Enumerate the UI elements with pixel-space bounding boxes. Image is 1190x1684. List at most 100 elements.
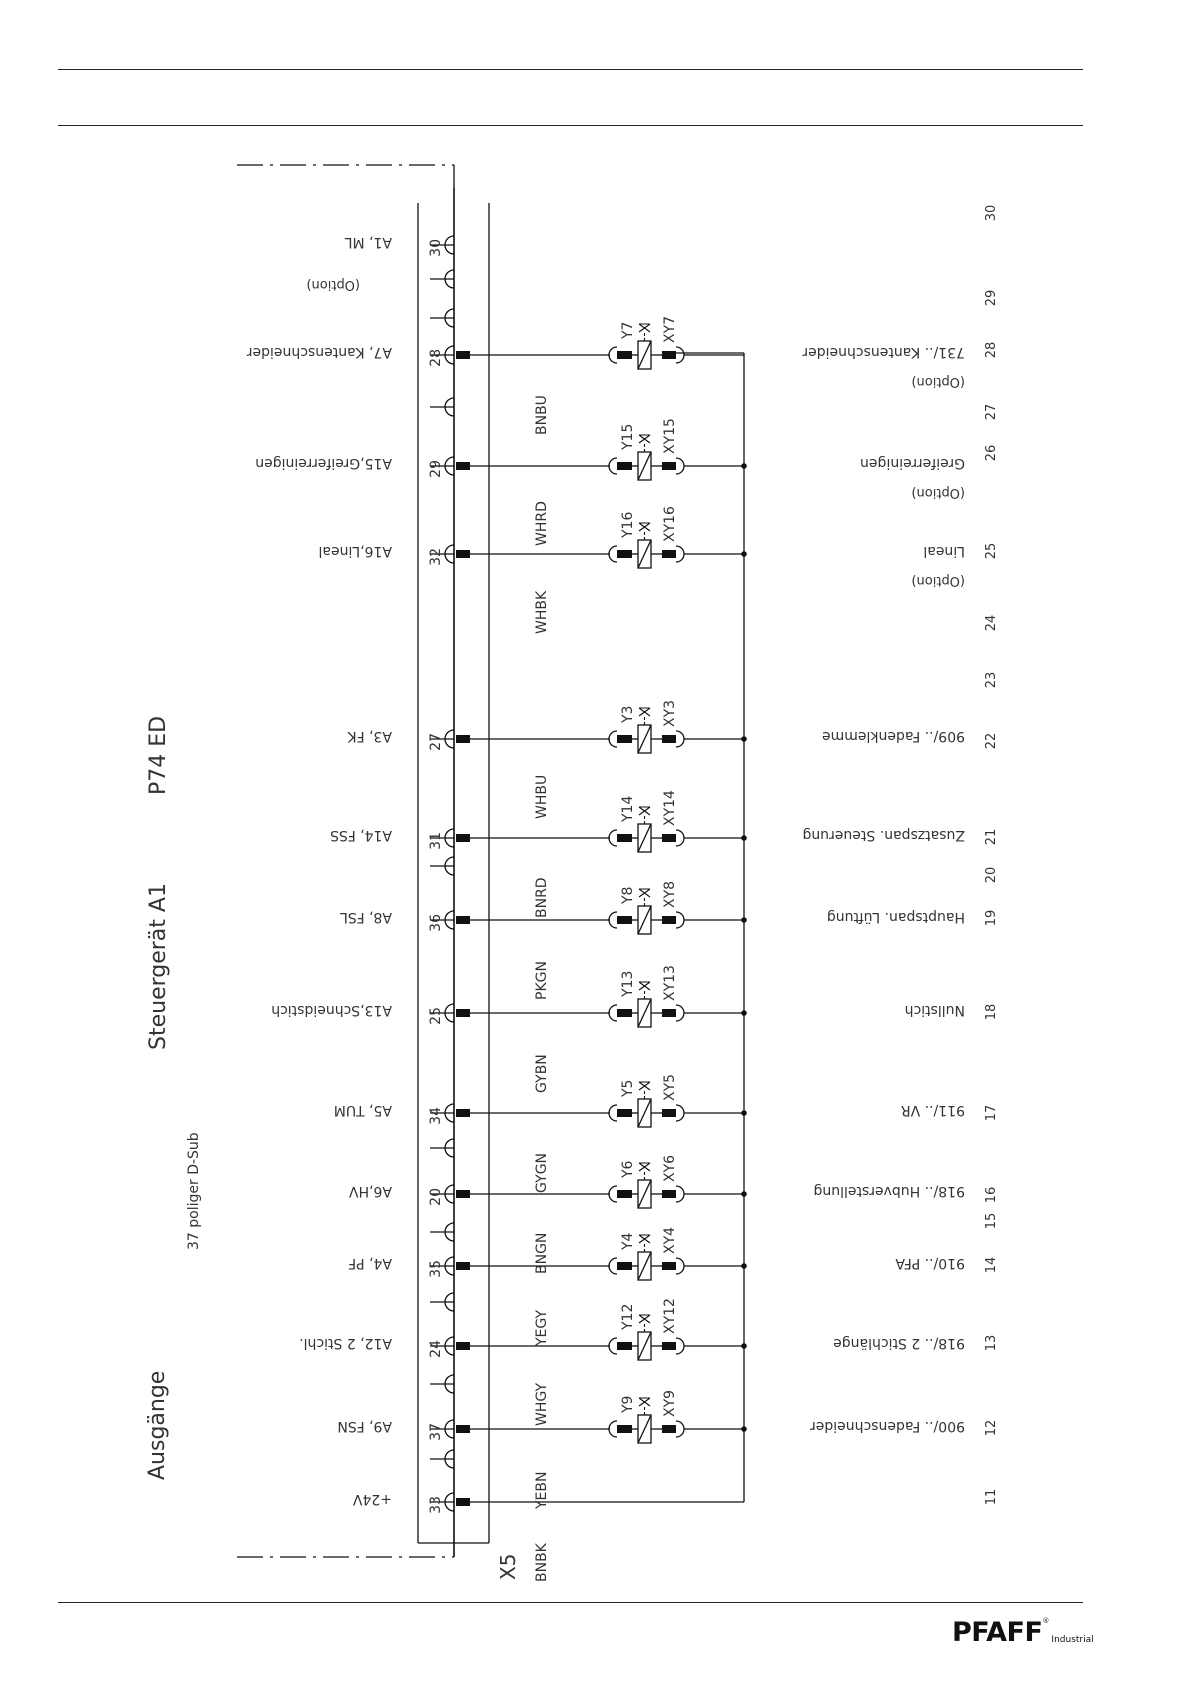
bus-junction [741, 917, 747, 923]
valve-plug-left [617, 735, 632, 743]
pin-number: 29 [428, 460, 444, 478]
pin-row-20 [430, 1162, 747, 1209]
pin-number: 31 [428, 832, 444, 850]
wire-color-code: YEGY [534, 1309, 550, 1347]
pin-row-28 [430, 323, 744, 370]
option-label: (Option) [911, 485, 965, 500]
pin-number: 27 [428, 733, 444, 751]
pin-row-29 [430, 434, 747, 481]
valve-plug-right [662, 1190, 676, 1198]
function-label: 731/.. Kantenschneider [802, 344, 965, 360]
option-label: (Option) [911, 374, 965, 389]
bus-junction [741, 1426, 747, 1432]
solenoid-diagonal [637, 1179, 652, 1209]
valve-plug-right [662, 1262, 676, 1270]
output-signal-label: A7, Kantenschneider [247, 344, 392, 360]
connector-note: 37 poliger D-Sub [186, 1132, 202, 1250]
solenoid-diagonal [637, 1331, 652, 1361]
output-signal-label: A3, FK [347, 728, 392, 744]
wire-color-code: BNRD [534, 877, 550, 918]
connector-plug [456, 1109, 470, 1117]
valve-plug-right [662, 1009, 676, 1017]
connector-plug [456, 550, 470, 558]
line-number: 25 [984, 543, 999, 560]
pin-number: 33 [428, 1496, 444, 1514]
connector-plug [456, 1342, 470, 1350]
wire-color-code: BNBK [534, 1542, 550, 1582]
valve-symbol [638, 1081, 651, 1091]
function-label: 900/.. Fadenschneider [810, 1418, 965, 1434]
pin-row-35 [430, 1234, 747, 1281]
valve-plug-id: XY4 [662, 1227, 678, 1254]
valve-plug-cap-right [675, 1337, 685, 1355]
pin-number: 24 [428, 1340, 444, 1358]
pin-row-33 [430, 1492, 744, 1512]
line-number-spare: 29 [984, 290, 999, 307]
line-number: 28 [984, 342, 999, 359]
function-label: Greiferreinigen [860, 455, 965, 471]
pin-row-25 [430, 981, 747, 1028]
line-number-spare: 20 [984, 867, 999, 884]
header-rule-top [58, 69, 1083, 70]
valve-symbol [638, 888, 651, 898]
valve-symbol [638, 1234, 651, 1244]
pin-row-27 [430, 707, 747, 754]
brand-name: PFAFF [952, 1617, 1043, 1648]
device-title: Steuergerät A1 [146, 883, 171, 1050]
pin-number: 20 [428, 1188, 444, 1206]
valve-plug-id: XY5 [662, 1074, 678, 1101]
solenoid-diagonal [637, 823, 652, 853]
output-signal-label: A1, ML [345, 234, 392, 250]
valve-plug-cap-right [675, 911, 685, 929]
solenoid-diagonal [637, 1098, 652, 1128]
pin-number: 35 [428, 1260, 444, 1278]
valve-id: Y5 [620, 1080, 636, 1098]
line-number: 14 [984, 1257, 999, 1274]
solenoid-diagonal [637, 1251, 652, 1281]
valve-id: Y7 [620, 322, 636, 340]
valve-plug-id: XY8 [662, 881, 678, 908]
function-label: 909/.. Fadenklemme [822, 728, 965, 744]
solenoid-diagonal [637, 451, 652, 481]
connector-plug [456, 834, 470, 842]
line-number: 17 [984, 1105, 999, 1122]
valve-plug-cap-right [675, 730, 685, 748]
solenoid-diagonal [637, 905, 652, 935]
valve-symbol [638, 707, 651, 717]
function-label: Zusatzspan. Steuerung [802, 827, 965, 843]
line-number: 18 [984, 1004, 999, 1021]
valve-symbol [638, 522, 651, 532]
solenoid-diagonal [637, 539, 652, 569]
pin-number: 28 [428, 349, 444, 367]
valve-plug-cap-right [675, 1104, 685, 1122]
wire-color-code: WHBU [534, 775, 550, 819]
function-label: 911/.. VR [901, 1102, 965, 1118]
valve-plug-right [662, 351, 676, 359]
option-label: (Option) [911, 573, 965, 588]
valve-plug-cap-right [675, 1004, 685, 1022]
connector-plug [456, 1009, 470, 1017]
valve-plug-cap-left [608, 1185, 618, 1203]
output-signal-label: A4, PF [348, 1255, 392, 1271]
valve-id: Y4 [620, 1232, 636, 1251]
pin-row-31 [430, 806, 747, 853]
footer-rule [58, 1602, 1083, 1603]
valve-plug-id: XY16 [662, 506, 678, 542]
bus-junction [741, 1191, 747, 1197]
valve-plug-cap-left [608, 1257, 618, 1275]
valve-plug-right [662, 1425, 676, 1433]
output-signal-label: A8, FSL [340, 909, 392, 925]
valve-plug-left [617, 1109, 632, 1117]
solenoid-diagonal [637, 724, 652, 754]
valve-plug-id: XY3 [662, 700, 678, 727]
valve-plug-left [617, 462, 632, 470]
output-signal-label: A14, FSS [330, 827, 392, 843]
solenoid-diagonal [637, 1414, 652, 1444]
solenoid-diagonal [637, 340, 652, 370]
output-signal-label: A16,Lineal [319, 543, 393, 559]
connector-plug [456, 1425, 470, 1433]
valve-plug-cap-right [675, 457, 685, 475]
output-signal-label: A12, 2 Stichl. [299, 1335, 392, 1351]
